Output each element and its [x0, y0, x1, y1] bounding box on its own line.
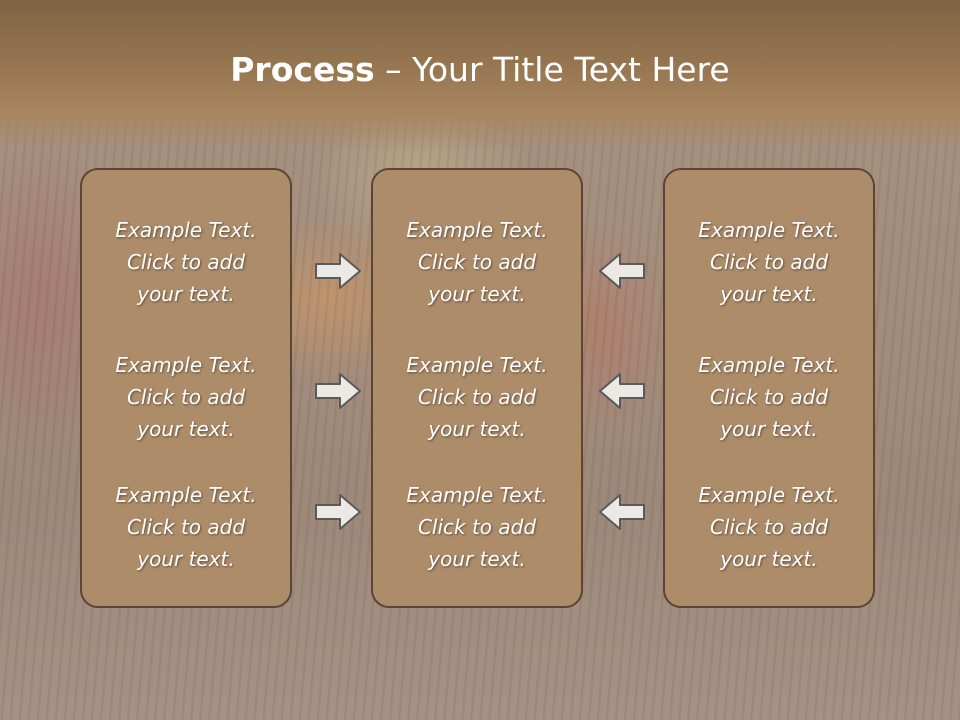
text-line: Click to add — [417, 385, 537, 409]
text-line: Click to add — [709, 515, 829, 539]
title-bold-text: Process — [230, 50, 375, 89]
text-line: your text. — [428, 282, 526, 306]
text-block[interactable]: Example Text. Click to add your text. — [373, 214, 581, 310]
text-block[interactable]: Example Text. Click to add your text. — [82, 479, 290, 575]
text-line: your text. — [428, 547, 526, 571]
text-line: Example Text. — [406, 353, 548, 377]
text-line: your text. — [720, 417, 818, 441]
text-block[interactable]: Example Text. Click to add your text. — [665, 349, 873, 445]
text-line: Example Text. — [698, 483, 840, 507]
text-line: your text. — [137, 417, 235, 441]
text-line: Click to add — [417, 515, 537, 539]
text-line: your text. — [137, 282, 235, 306]
title-rest-text: – Your Title Text Here — [374, 50, 730, 89]
text-line: Click to add — [126, 385, 246, 409]
text-line: your text. — [137, 547, 235, 571]
text-line: Click to add — [417, 250, 537, 274]
text-block[interactable]: Example Text. Click to add your text. — [665, 214, 873, 310]
text-block[interactable]: Example Text. Click to add your text. — [373, 479, 581, 575]
process-box-right[interactable]: Example Text. Click to add your text. Ex… — [663, 168, 875, 608]
text-line: Example Text. — [406, 218, 548, 242]
text-line: your text. — [720, 547, 818, 571]
arrow-right-icon[interactable] — [314, 371, 362, 411]
text-line: Example Text. — [698, 353, 840, 377]
arrow-right-icon[interactable] — [314, 492, 362, 532]
text-line: Click to add — [126, 515, 246, 539]
text-line: Click to add — [126, 250, 246, 274]
text-line: Example Text. — [698, 218, 840, 242]
text-line: Example Text. — [115, 218, 257, 242]
process-box-center[interactable]: Example Text. Click to add your text. Ex… — [371, 168, 583, 608]
process-box-left[interactable]: Example Text. Click to add your text. Ex… — [80, 168, 292, 608]
text-block[interactable]: Example Text. Click to add your text. — [82, 349, 290, 445]
text-line: your text. — [428, 417, 526, 441]
arrow-right-icon[interactable] — [314, 251, 362, 291]
arrow-left-icon[interactable] — [598, 251, 646, 291]
text-line: your text. — [720, 282, 818, 306]
text-line: Example Text. — [115, 483, 257, 507]
title-banner — [0, 0, 960, 150]
text-block[interactable]: Example Text. Click to add your text. — [665, 479, 873, 575]
text-line: Click to add — [709, 385, 829, 409]
arrow-left-icon[interactable] — [598, 492, 646, 532]
arrow-left-icon[interactable] — [598, 371, 646, 411]
text-line: Example Text. — [406, 483, 548, 507]
slide-title[interactable]: Process – Your Title Text Here — [0, 50, 960, 89]
text-block[interactable]: Example Text. Click to add your text. — [82, 214, 290, 310]
text-line: Click to add — [709, 250, 829, 274]
text-line: Example Text. — [115, 353, 257, 377]
text-block[interactable]: Example Text. Click to add your text. — [373, 349, 581, 445]
